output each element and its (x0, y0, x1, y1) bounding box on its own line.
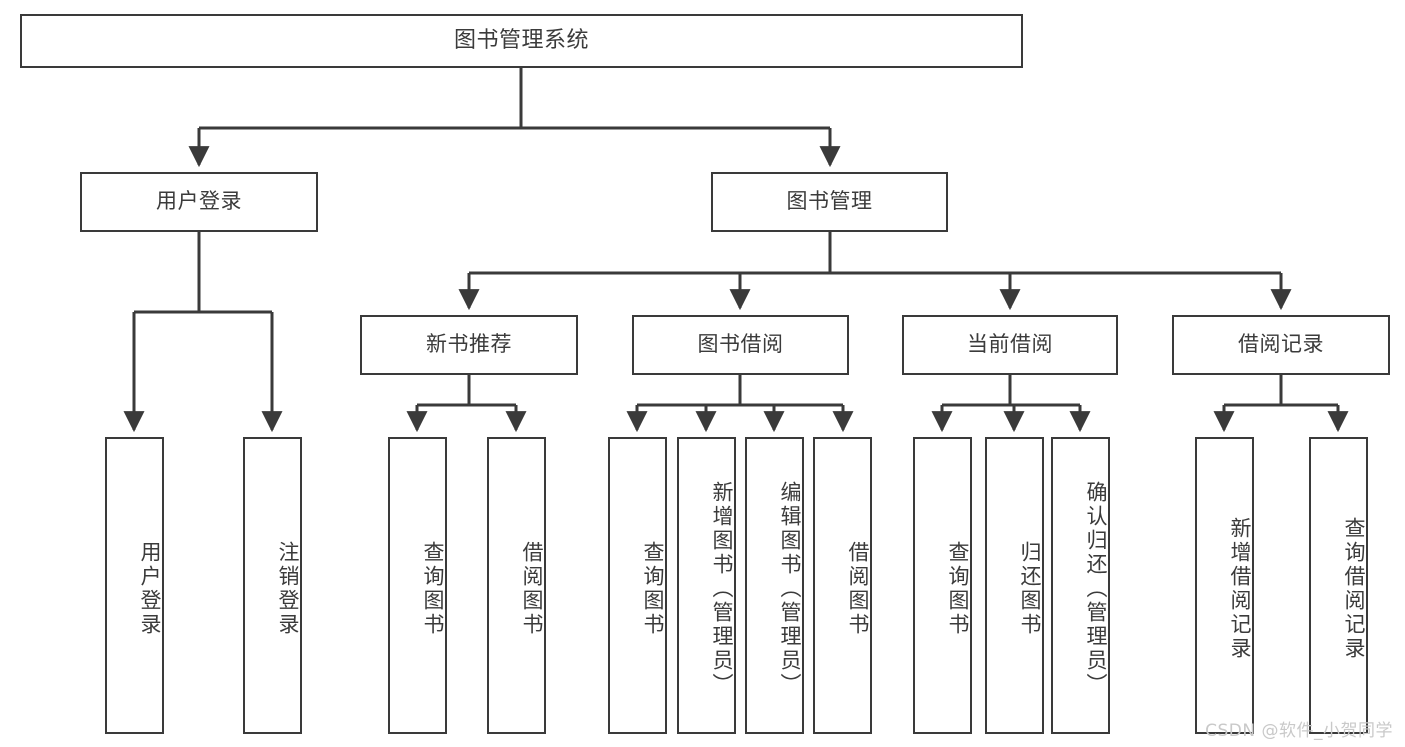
leaf-user-logout[interactable]: 注销登录 (243, 437, 302, 734)
node-label: 图书管理 (786, 189, 873, 214)
node-label: 借阅记录 (1238, 332, 1324, 357)
node-label: 注销登录 (276, 540, 300, 637)
node-label: 图书管理系统 (453, 27, 589, 53)
leaf-borrow-book[interactable]: 借阅图书 (813, 437, 872, 734)
node-root-system[interactable]: 图书管理系统 (20, 14, 1023, 68)
leaf-edit-book[interactable]: 编辑图书（管理员） (745, 437, 804, 734)
node-new-book-recommend[interactable]: 新书推荐 (360, 315, 578, 375)
leaf-borrow-book-recommend[interactable]: 借阅图书 (487, 437, 546, 734)
node-label: 查询图书 (946, 540, 970, 637)
leaf-query-book-current[interactable]: 查询图书 (913, 437, 972, 734)
leaf-add-book[interactable]: 新增图书（管理员） (677, 437, 736, 734)
node-label: 图书借阅 (697, 332, 784, 357)
leaf-query-borrow-record[interactable]: 查询借阅记录 (1309, 437, 1368, 734)
node-user-login[interactable]: 用户登录 (80, 172, 318, 232)
node-label: 查询借阅记录 (1342, 516, 1366, 661)
node-label: 借阅图书 (520, 540, 544, 637)
node-label: 用户登录 (138, 540, 162, 637)
leaf-query-book-recommend[interactable]: 查询图书 (388, 437, 447, 734)
node-current-borrow[interactable]: 当前借阅 (902, 315, 1118, 375)
node-label: 新增图书（管理员） (710, 480, 734, 697)
node-label: 当前借阅 (967, 332, 1053, 357)
watermark-csdn: CSDN @软件_小贺同学 (1205, 721, 1393, 741)
node-label: 确认归还（管理员） (1084, 480, 1108, 697)
leaf-user-login[interactable]: 用户登录 (105, 437, 164, 734)
node-book-borrow[interactable]: 图书借阅 (632, 315, 849, 375)
node-book-manage[interactable]: 图书管理 (711, 172, 948, 232)
node-label: 编辑图书（管理员） (778, 480, 802, 697)
leaf-query-book-borrow[interactable]: 查询图书 (608, 437, 667, 734)
node-label: 用户登录 (156, 189, 242, 214)
node-label: 归还图书 (1018, 540, 1042, 637)
node-label: 查询图书 (421, 540, 445, 637)
node-label: 借阅图书 (846, 540, 870, 637)
leaf-return-book[interactable]: 归还图书 (985, 437, 1044, 734)
node-label: 查询图书 (641, 540, 665, 637)
node-label: 新书推荐 (426, 332, 512, 357)
leaf-add-borrow-record[interactable]: 新增借阅记录 (1195, 437, 1254, 734)
node-borrow-record[interactable]: 借阅记录 (1172, 315, 1390, 375)
leaf-confirm-return[interactable]: 确认归还（管理员） (1051, 437, 1110, 734)
node-label: 新增借阅记录 (1228, 516, 1252, 661)
